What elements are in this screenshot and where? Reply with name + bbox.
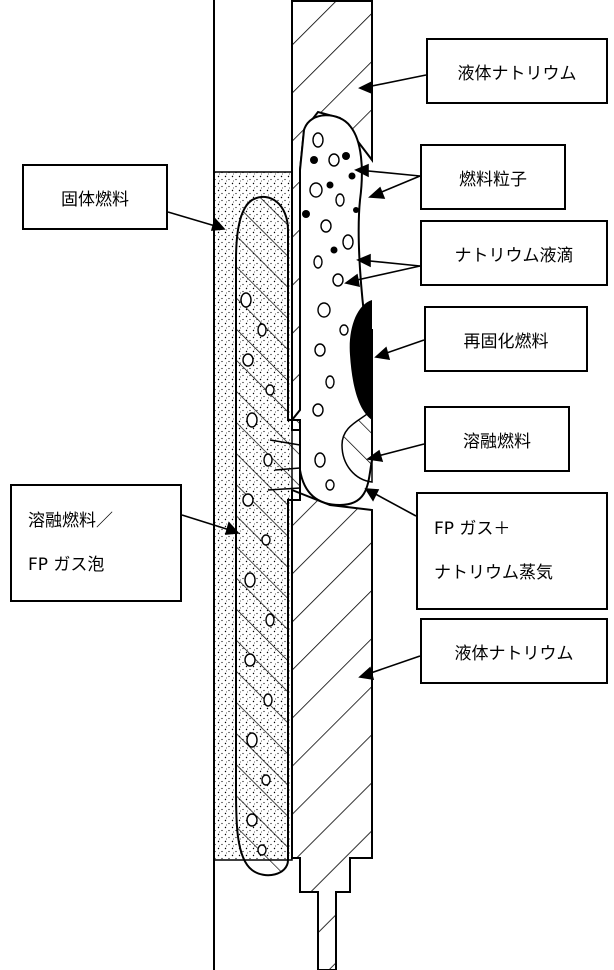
flow-arrows — [267, 439, 301, 491]
label-fp-gas-sodium-vapor: FP ガス＋ ナトリウム蒸気 — [416, 492, 608, 610]
label-text: 燃料粒子 — [459, 169, 527, 190]
label-solid-fuel: 固体燃料 — [22, 164, 168, 230]
label-molten-fuel: 溶融燃料 — [424, 406, 570, 472]
label-sodium-droplets: ナトリウム液滴 — [420, 220, 608, 286]
fuel-particle-marks — [302, 152, 359, 254]
label-liquid-sodium-bottom: 液体ナトリウム — [420, 618, 608, 684]
label-text: ナトリウム液滴 — [454, 245, 574, 266]
label-resolidified-fuel: 再固化燃料 — [424, 306, 588, 372]
label-text: 液体ナトリウム — [454, 643, 574, 664]
molten-fuel-region — [341, 408, 373, 483]
gas-bubbles — [240, 132, 354, 856]
label-text-line1: FP ガス＋ — [434, 519, 511, 539]
label-molten-fuel-fp-gas: 溶融燃料／ FP ガス泡 — [10, 484, 182, 602]
label-text-line2: ナトリウム蒸気 — [434, 563, 553, 583]
leader-arrows — [167, 74, 427, 680]
label-text-line2: FP ガス泡 — [28, 555, 105, 575]
label-text: 溶融燃料 — [463, 431, 531, 452]
label-text: 液体ナトリウム — [457, 63, 577, 84]
label-text-line1: 溶融燃料／ — [28, 511, 113, 531]
resolidified-fuel — [349, 300, 372, 420]
label-text: 固体燃料 — [61, 189, 129, 210]
label-text: 再固化燃料 — [463, 331, 549, 352]
wall-lower — [291, 488, 373, 970]
label-fuel-particles: 燃料粒子 — [420, 144, 566, 210]
label-liquid-sodium-top: 液体ナトリウム — [426, 38, 608, 104]
